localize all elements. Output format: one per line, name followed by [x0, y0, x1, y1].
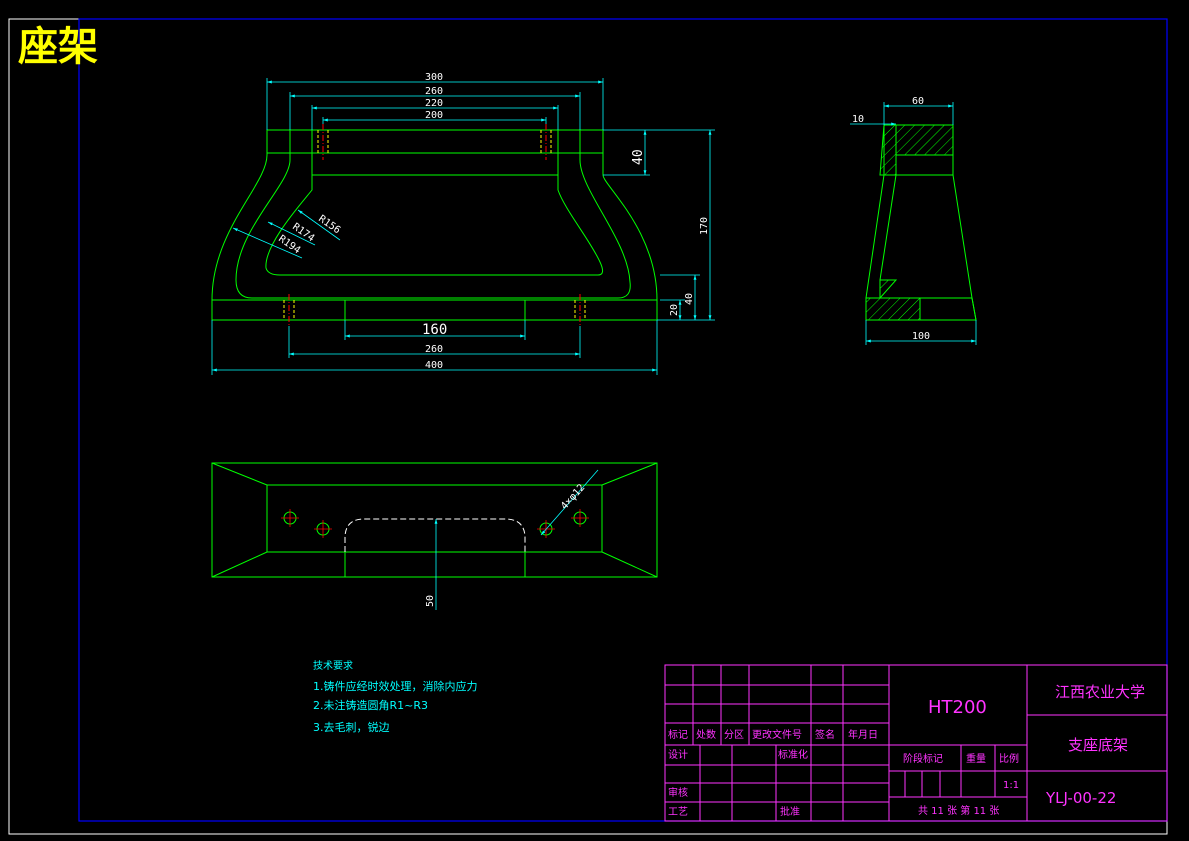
dim-260-bottom: 260	[425, 344, 443, 355]
outer-contour	[211, 129, 658, 321]
technical-notes: 技术要求 1.铸件应经时效处理，消除内应力 2.未注铸造圆角R1~R3 3.去毛…	[313, 659, 478, 734]
rev-header-zone: 分区	[724, 729, 744, 741]
dim-220: 220	[425, 98, 443, 109]
dim-170: 170	[699, 217, 710, 235]
label-process: 工艺	[668, 806, 688, 818]
front-dim-texts: 300 260 220 200 40 170 40 20 160 260 400…	[276, 72, 710, 371]
part-name: 支座底架	[1068, 736, 1128, 754]
top-dimensions	[434, 469, 599, 610]
note-3: 3.去毛刺，锐边	[313, 720, 390, 734]
rev-header-mark: 标记	[668, 729, 688, 741]
dim-10: 10	[852, 114, 864, 125]
dim-r156: R156	[316, 213, 342, 236]
front-hidden-holes	[283, 130, 586, 320]
rev-header-date: 年月日	[848, 728, 878, 741]
title-block-texts: HT200 江西农业大学 支座底架 YLJ-00-22 标记 处数 分区 更改文…	[668, 683, 1145, 818]
front-dimensions	[211, 78, 715, 375]
front-view	[211, 129, 658, 321]
label-design: 设计	[668, 748, 688, 761]
label-weight: 重量	[966, 752, 986, 765]
material: HT200	[928, 697, 987, 718]
outer-border	[8, 18, 1168, 835]
dim-40-right: 40	[684, 293, 695, 305]
note-2: 2.未注铸造圆角R1~R3	[313, 698, 428, 712]
notes-heading: 技术要求	[313, 659, 353, 672]
sheet-count: 共 11 张 第 11 张	[918, 804, 999, 817]
dim-300: 300	[425, 72, 443, 83]
label-standardize: 标准化	[778, 748, 808, 761]
university: 江西农业大学	[1055, 683, 1145, 701]
inner-window	[235, 130, 631, 299]
dim-160: 160	[422, 322, 447, 338]
label-stage: 阶段标记	[903, 752, 943, 765]
dim-20: 20	[669, 304, 680, 316]
top-view	[211, 462, 658, 578]
dim-100: 100	[912, 331, 930, 342]
scale-value: 1:1	[1003, 780, 1019, 791]
rev-header-sign: 签名	[815, 728, 835, 741]
top-centermarks	[281, 509, 589, 538]
inner-frame	[78, 18, 1168, 822]
top-dim-texts: 4×φ12 50	[425, 482, 587, 607]
dim-50: 50	[425, 595, 436, 607]
dim-260-top: 260	[425, 86, 443, 97]
label-approve: 批准	[780, 805, 800, 818]
side-dim-texts: 60 10 100	[852, 96, 930, 342]
title-block	[664, 664, 1168, 822]
dim-400: 400	[425, 360, 443, 371]
drawing-title: 座架	[18, 24, 98, 70]
dim-40-top: 40	[631, 149, 646, 165]
dim-200: 200	[425, 110, 443, 121]
side-view	[865, 124, 977, 321]
dim-holes: 4×φ12	[559, 482, 587, 512]
label-review: 审核	[668, 786, 688, 799]
rev-header-doc: 更改文件号	[752, 728, 802, 741]
side-dimensions	[850, 102, 977, 345]
dim-60: 60	[912, 96, 924, 107]
rev-header-count: 处数	[696, 728, 716, 741]
drawing-number: YLJ-00-22	[1045, 789, 1116, 807]
label-scale: 比例	[999, 752, 1019, 765]
front-centerlines	[288, 124, 581, 326]
note-1: 1.铸件应经时效处理，消除内应力	[313, 679, 478, 693]
